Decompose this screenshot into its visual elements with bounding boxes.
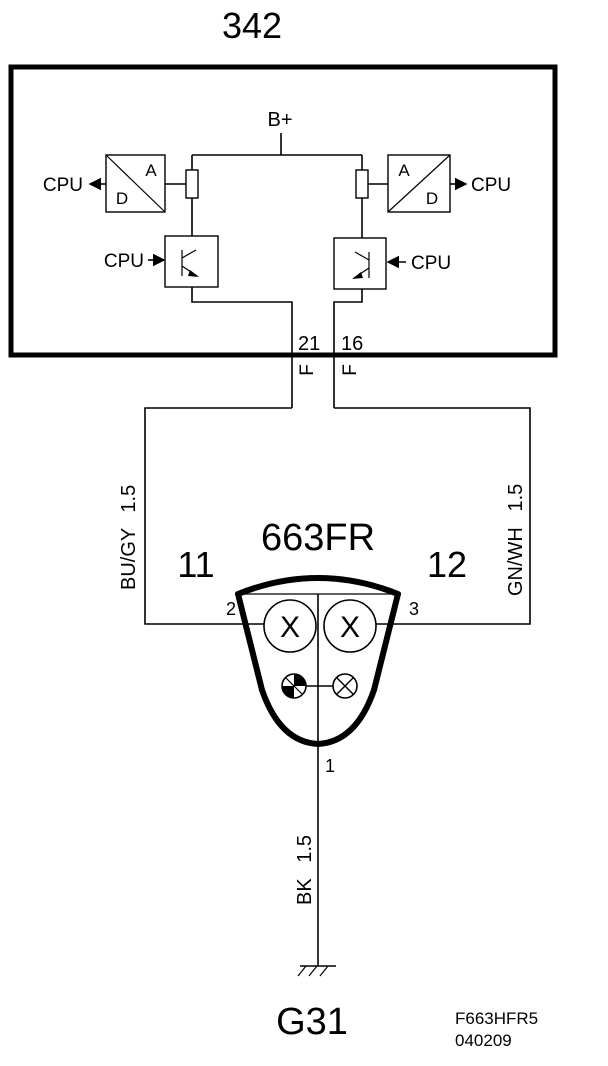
fuse-right-label: F [340,364,361,376]
left-wire-color: BU/GY [118,528,140,590]
lamp-pin-right: 3 [409,599,419,619]
left-output-wire [191,287,293,408]
module-pin-left: 21 [298,333,320,355]
left-converter-output-label: CPU [43,175,83,196]
module-342-outline [8,64,558,358]
right-resistor [355,169,369,199]
left-driver-input-label: CPU [104,251,144,272]
right-bulb: X [323,599,377,653]
right-converter-output-label: CPU [471,175,511,196]
left-harness-wire [144,407,292,625]
right-converter-bottom-letter: D [426,189,438,208]
right-output-wire [333,289,363,408]
svg-text:X: X [340,611,360,644]
ground-symbol [297,956,336,977]
right-converter-top-letter: A [398,161,410,180]
left-bulb: X [263,599,317,653]
module-pin-right: 16 [341,333,363,355]
left-indicator-lamp [281,673,307,699]
ground-wire-color: BK [294,878,316,905]
drawing-code: F663HFR5 [455,1009,538,1028]
supply-label: B+ [267,109,292,131]
lamp-pin-left: 2 [226,599,236,619]
left-driver-transistor [164,235,219,288]
right-driver-input-label: CPU [411,253,451,274]
drawing-date: 040209 [455,1031,512,1050]
left-resistor [185,169,199,199]
right-wire-color: GN/WH [505,527,527,596]
fuse-left-label: F [297,364,318,376]
ground-wire-size: 1.5 [294,835,316,863]
right-wire-size: 1.5 [505,484,527,512]
lamp-unit-right-number: 12 [427,544,467,585]
lamp-unit-left-number: 11 [177,544,214,585]
svg-text:GN/WH 1.5: GN/WH 1.5 [505,484,527,596]
left-converter-bottom-letter: D [116,189,128,208]
left-converter-top-letter: A [145,161,157,180]
svg-text:BU/GY 1.5: BU/GY 1.5 [118,485,140,590]
right-indicator-lamp [332,673,358,699]
lamp-pin-ground: 1 [325,756,335,776]
left-wire-size: 1.5 [118,485,140,513]
right-driver-transistor [333,237,387,290]
module-id: 342 [222,5,282,46]
svg-text:X: X [280,611,300,644]
lamp-unit-id: 663FR [261,517,375,559]
right-harness-wire [334,407,531,625]
ground-point-label: G31 [276,1001,348,1043]
svg-text:BK 1.5: BK 1.5 [294,835,316,905]
